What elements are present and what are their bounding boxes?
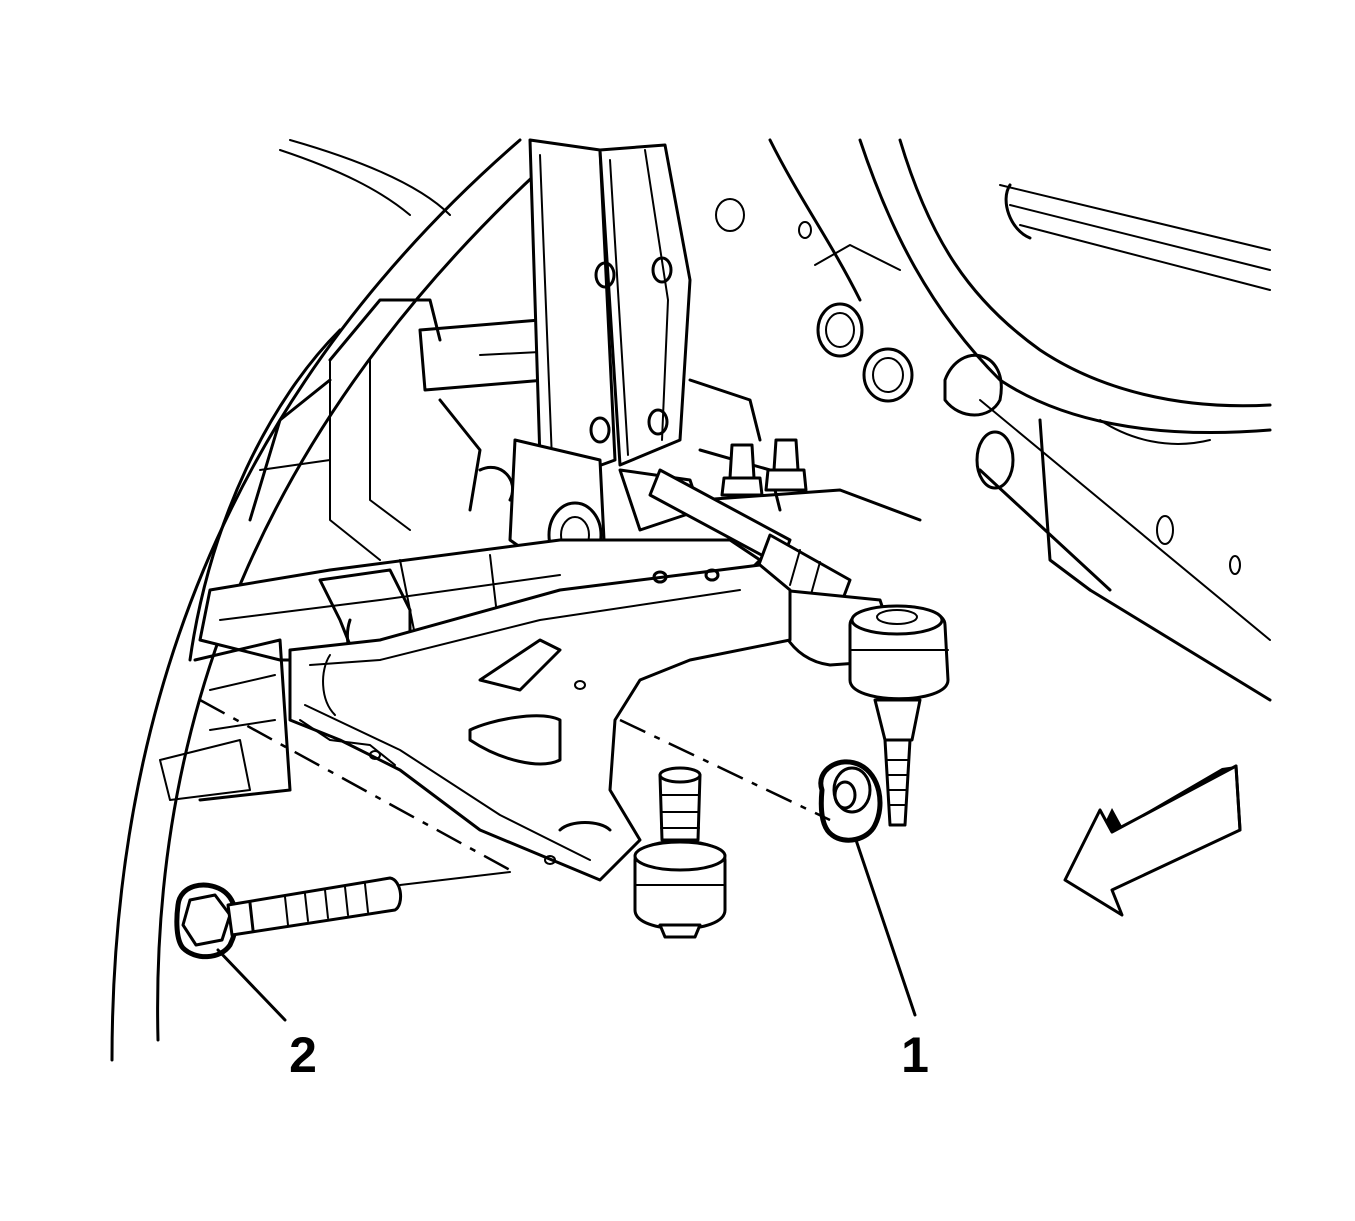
body-structure [715, 138, 1272, 702]
bolt-leader-line [399, 871, 511, 886]
engine-bay-background [248, 298, 922, 561]
bolt-center-line [199, 698, 511, 872]
control-arm-ball-joint[interactable] [633, 766, 727, 939]
callout-2-label: 2 [289, 1027, 317, 1083]
strut-assembly [508, 138, 702, 577]
callout-1-leader [854, 838, 917, 1017]
callout-leaders [216, 838, 917, 1022]
nut[interactable] [818, 759, 883, 843]
bolt[interactable] [174, 876, 403, 960]
knuckle-ball-joint[interactable] [848, 604, 950, 827]
lower-control-arm[interactable] [288, 563, 792, 882]
wheel-arch [110, 138, 542, 1062]
exploded-view-lines [199, 698, 831, 886]
callout-1-label: 1 [901, 1027, 929, 1083]
callout-2-leader [216, 948, 287, 1022]
nut-center-line [619, 718, 831, 822]
front-direction-arrow-icon [1063, 764, 1242, 917]
